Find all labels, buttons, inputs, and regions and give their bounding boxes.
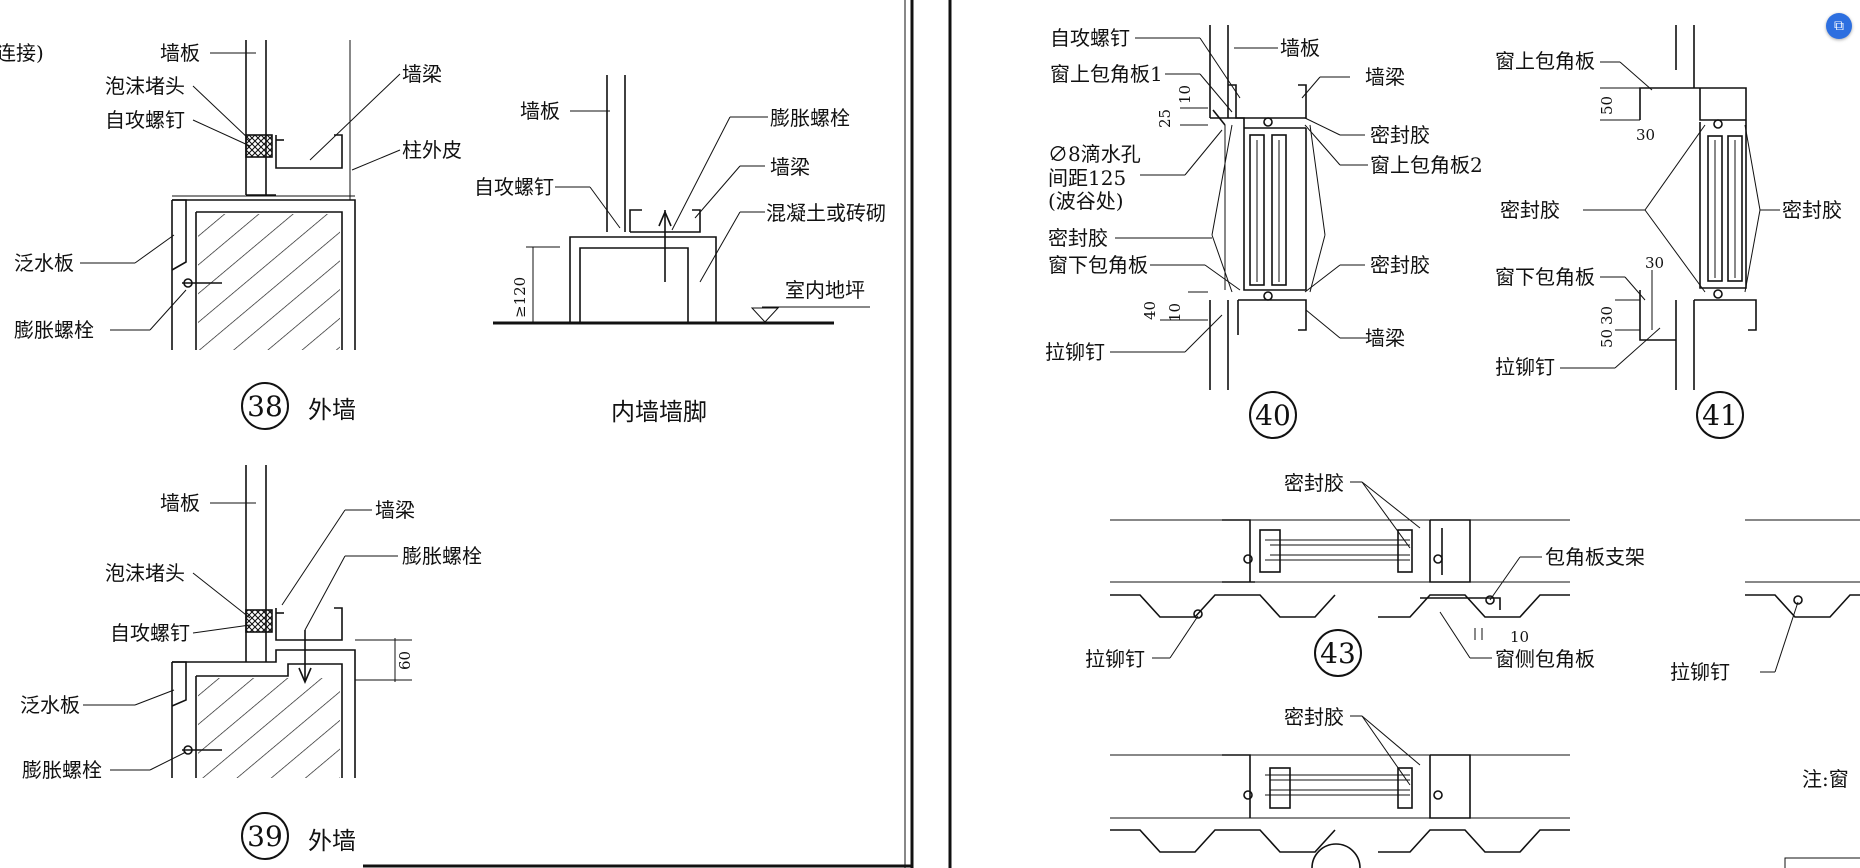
label-tapping-screw: 自攻螺钉	[110, 621, 190, 645]
label-concrete: 混凝土或砖砌	[766, 201, 886, 225]
label-foam-plug: 泡沫堵头	[105, 561, 185, 585]
detail-number-circle	[1696, 391, 1744, 439]
export-icon: ⧉	[1834, 18, 1844, 34]
detail-number-circle	[241, 382, 289, 430]
label-rivet: 拉铆钉	[1045, 340, 1105, 364]
label-wall-beam-top: 墙梁	[1365, 65, 1405, 89]
detail-41	[1600, 25, 1757, 390]
detail-number-circle	[1249, 391, 1297, 439]
label-window-top-trim-2: 窗上包角板2	[1370, 153, 1483, 177]
detail-38-leaders	[80, 52, 401, 331]
label-wall-panel: 墙板	[160, 491, 200, 515]
inner-footing-leaders	[555, 110, 768, 283]
detail-43-labels: 密封胶 包角板支架 拉铆钉 窗侧包角板 10 43	[1085, 471, 1645, 677]
detail-title: 内墙墙脚	[611, 398, 707, 426]
label-expansion-bolt-top: 膨胀螺栓	[402, 544, 482, 568]
detail-43	[1110, 519, 1570, 640]
label-window-bottom-trim: 窗下包角板	[1495, 265, 1595, 289]
dimension-10-bottom: 10	[1166, 303, 1184, 322]
dimension-30-bottom: 30	[1598, 306, 1616, 325]
label-sealant-left: 密封胶	[1500, 198, 1560, 222]
label-wall-panel: 墙板	[520, 99, 560, 123]
label-sealant-right: 密封胶	[1782, 198, 1842, 222]
detail-title: 外墙	[308, 827, 356, 855]
detail-title: 外墙	[308, 396, 356, 424]
detail-39-labels: 墙板 墙梁 膨胀螺栓 泡沫堵头 自攻螺钉 泛水板 膨胀螺栓 60 39 外墙	[20, 491, 482, 860]
label-drip-hole: ∅8滴水孔	[1048, 142, 1141, 166]
detail-number-circle	[1314, 629, 1362, 677]
dimension-40: 40	[1141, 301, 1159, 320]
detail-40-leaders	[1110, 37, 1368, 353]
label-drip-hole-spacing: 间距125	[1048, 166, 1126, 190]
detail-38-labels: 墙板 泡沫堵头 自攻螺钉 墙梁 柱外皮 泛水板 膨胀螺栓 38 外墙	[14, 41, 462, 430]
label-sealant: 密封胶	[1284, 471, 1344, 495]
label-tapping-screw: 自攻螺钉	[105, 108, 185, 132]
dimension-50-bottom: 50	[1598, 329, 1616, 348]
label-wall-beam: 墙梁	[375, 498, 415, 522]
detail-40-labels: 自攻螺钉 墙板 窗上包角板1 墙梁 密封胶 窗上包角板2 ∅8滴水孔 间距125…	[1045, 26, 1483, 439]
detail-number-circle	[241, 812, 289, 860]
label-drip-hole-note: (波谷处)	[1048, 189, 1124, 213]
label-window-side-trim: 窗侧包角板	[1495, 647, 1595, 671]
clipped-left-label: 连接)	[0, 41, 44, 65]
dimension-10-top: 10	[1176, 85, 1194, 104]
label-floor: 室内地坪	[785, 278, 865, 302]
label-expansion-bolt: 膨胀螺栓	[14, 318, 94, 342]
label-expansion-bolt: 膨胀螺栓	[22, 758, 102, 782]
label-trim-bracket: 包角板支架	[1545, 545, 1645, 569]
label-tapping-screw: 自攻螺钉	[1050, 26, 1130, 50]
detail-44	[1110, 754, 1570, 868]
label-tapping-screw: 自攻螺钉	[474, 175, 554, 199]
note-clipped: 注:窗	[1802, 767, 1849, 791]
label-expansion-bolt: 膨胀螺栓	[770, 106, 850, 130]
dimension-min-120: ≥120	[511, 277, 529, 318]
detail-41-labels: 窗上包角板 密封胶 密封胶 窗下包角板 拉铆钉 50 30 30 30 50 4…	[1495, 49, 1842, 439]
dimension-10: 10	[1510, 628, 1529, 646]
dimension-60: 60	[396, 651, 414, 670]
export-button[interactable]: ⧉	[1826, 13, 1852, 39]
detail-number: 40	[1255, 399, 1291, 432]
label-window-bottom-trim: 窗下包角板	[1048, 253, 1148, 277]
inner-footing	[493, 75, 870, 325]
detail-number: 43	[1320, 637, 1356, 670]
detail-44-labels: 密封胶	[1284, 705, 1344, 729]
label-wall-panel: 墙板	[1280, 36, 1320, 60]
label-wall-beam: 墙梁	[770, 155, 810, 179]
detail-number: 41	[1702, 399, 1738, 432]
sheet-borders	[363, 0, 952, 868]
label-flashing: 泛水板	[14, 251, 74, 275]
label-flashing: 泛水板	[20, 693, 80, 717]
clipped-right-detail	[1745, 519, 1860, 868]
label-sealant: 密封胶	[1284, 705, 1344, 729]
label-window-top-trim: 窗上包角板	[1495, 49, 1595, 73]
detail-number: 39	[247, 820, 283, 853]
detail-43-leaders	[1152, 481, 1542, 659]
label-wall-panel: 墙板	[160, 41, 200, 65]
detail-41-leaders	[1560, 61, 1780, 369]
detail-44-leaders	[1350, 715, 1421, 786]
dimension-30-mid: 30	[1645, 254, 1664, 272]
detail-40	[1160, 25, 1326, 390]
dimension-30-top: 30	[1636, 126, 1655, 144]
label-rivet-clipped: 拉铆钉	[1670, 660, 1730, 684]
inner-footing-labels: 墙板 自攻螺钉 膨胀螺栓 墙梁 混凝土或砖砌 室内地坪 ≥120 内墙墙脚	[474, 99, 886, 426]
label-window-top-trim-1: 窗上包角板1	[1050, 62, 1163, 86]
detail-39-leaders	[83, 502, 398, 771]
detail-number: 38	[247, 390, 283, 423]
detail-39	[171, 465, 412, 778]
label-wall-beam-bottom: 墙梁	[1365, 326, 1405, 350]
label-column-outer: 柱外皮	[402, 138, 462, 162]
dimension-50-top: 50	[1598, 96, 1616, 115]
label-sealant-bottom: 密封胶	[1370, 253, 1430, 277]
detail-38	[171, 40, 356, 350]
label-wall-beam: 墙梁	[402, 62, 442, 86]
label-sealant-left: 密封胶	[1048, 226, 1108, 250]
label-rivet: 拉铆钉	[1085, 647, 1145, 671]
label-rivet: 拉铆钉	[1495, 355, 1555, 379]
label-foam-plug: 泡沫堵头	[105, 74, 185, 98]
dimension-25: 25	[1156, 109, 1174, 128]
label-sealant-top: 密封胶	[1370, 123, 1430, 147]
